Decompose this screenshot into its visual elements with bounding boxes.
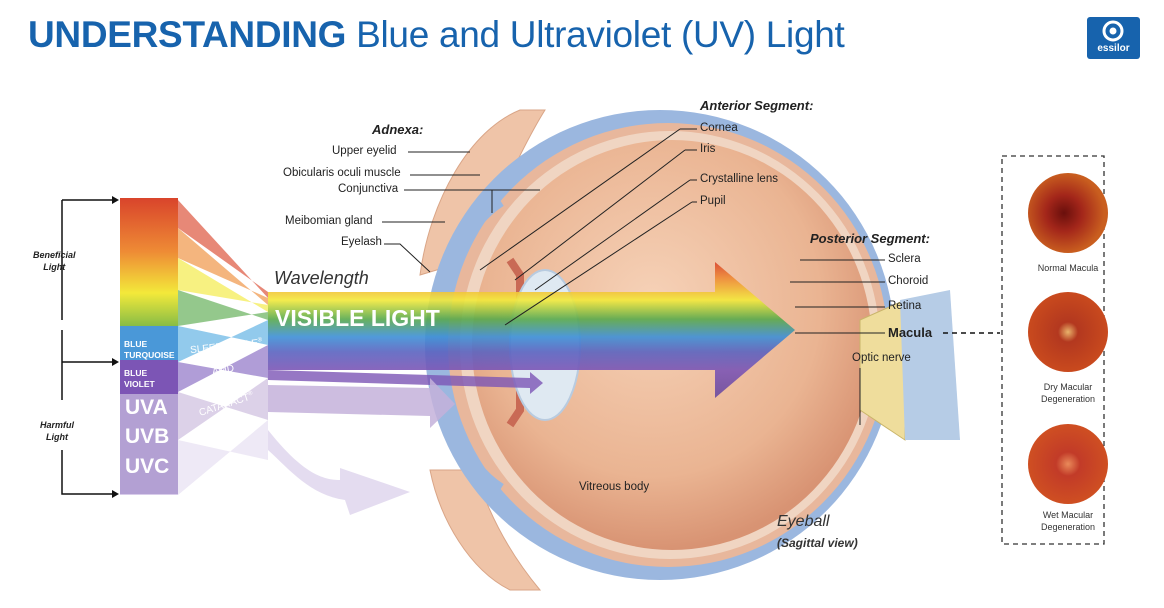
title-rest: Blue and Ultraviolet (UV) Light xyxy=(356,14,845,55)
macula-label: Macula xyxy=(888,325,933,340)
beneficial-line-1: Beneficial xyxy=(33,250,76,260)
blue-turquoise-label: BLUE TURQUOISE xyxy=(124,339,175,361)
harmful-line-2: Light xyxy=(46,432,68,442)
normal-macula-line-1: Normal Macula xyxy=(1037,263,1099,273)
logo-mark-icon xyxy=(1102,20,1124,42)
normal-macula-caption: Normal Macula xyxy=(1008,262,1128,274)
uvc-label: UVC xyxy=(125,455,170,478)
sleep-cycle-tm: ® xyxy=(257,337,263,344)
retina-label: Retina xyxy=(888,300,922,312)
page-title: UNDERSTANDING Blue and Ultraviolet (UV) … xyxy=(28,14,845,56)
blue-violet-line-2: VIOLET xyxy=(124,379,155,389)
pupil-label: Pupil xyxy=(700,195,726,207)
blue-turquoise-line-2: TURQUOISE xyxy=(124,350,175,360)
eyelash-label: Eyelash xyxy=(341,236,382,248)
cornea-label: Cornea xyxy=(700,122,738,134)
logo-text: essilor xyxy=(1097,43,1130,54)
posterior-header: Posterior Segment: xyxy=(810,231,930,246)
iris-label: Iris xyxy=(700,143,716,155)
anterior-header: Anterior Segment: xyxy=(700,98,814,113)
beneficial-light-label: Beneficial Light xyxy=(33,249,76,273)
blue-violet-line-1: BLUE xyxy=(124,368,148,378)
harmful-light-label: Harmful Light xyxy=(40,419,74,443)
adnexa-header: Adnexa: xyxy=(372,122,424,137)
wet-macula-line-2: Degeneration xyxy=(1040,522,1096,532)
dry-macula-line-2: Degeneration xyxy=(1040,394,1096,404)
wet-macula-line-1: Wet Macular xyxy=(1042,510,1094,520)
eyeball-label: Eyeball xyxy=(777,513,830,530)
normal-macula-image xyxy=(1028,173,1108,253)
visible-light-label: VISIBLE LIGHT xyxy=(275,305,440,331)
obicularis-label: Obicularis oculi muscle xyxy=(283,167,401,179)
blue-turquoise-line-1: BLUE xyxy=(124,339,148,349)
lens-label: Crystalline lens xyxy=(700,173,778,185)
beneficial-line-2: Light xyxy=(43,262,66,272)
essilor-logo: essilor xyxy=(1087,17,1140,59)
sclera-label: Sclera xyxy=(888,253,921,265)
choroid-label: Choroid xyxy=(888,275,929,287)
uva-label: UVA xyxy=(125,396,168,419)
wavelength-label: Wavelength xyxy=(274,268,369,288)
blue-violet-label: BLUE VIOLET xyxy=(124,368,155,390)
dry-macula-image xyxy=(1028,292,1108,372)
title-bold: UNDERSTANDING xyxy=(28,14,347,55)
meibomian-label: Meibomian gland xyxy=(285,215,373,227)
harmful-line-1: Harmful xyxy=(40,420,75,430)
sagittal-view-label: (Sagittal view) xyxy=(777,536,858,550)
macula-panel-frame xyxy=(1001,155,1105,545)
wet-macula-caption: Wet Macular Degeneration xyxy=(1008,509,1128,533)
dry-macula-caption: Dry Macular Degeneration xyxy=(1008,381,1128,405)
wet-macula-image xyxy=(1028,424,1108,504)
upper-eyelid-label: Upper eyelid xyxy=(332,145,397,157)
uvb-label: UVB xyxy=(125,425,170,448)
dry-macula-line-1: Dry Macular xyxy=(1043,382,1093,392)
conjunctiva-label: Conjunctiva xyxy=(338,183,399,195)
vitreous-body-label: Vitreous body xyxy=(579,481,650,493)
light-fan xyxy=(178,200,268,495)
optic-nerve-label: Optic nerve xyxy=(852,352,911,364)
visible-light-beam xyxy=(268,262,795,515)
